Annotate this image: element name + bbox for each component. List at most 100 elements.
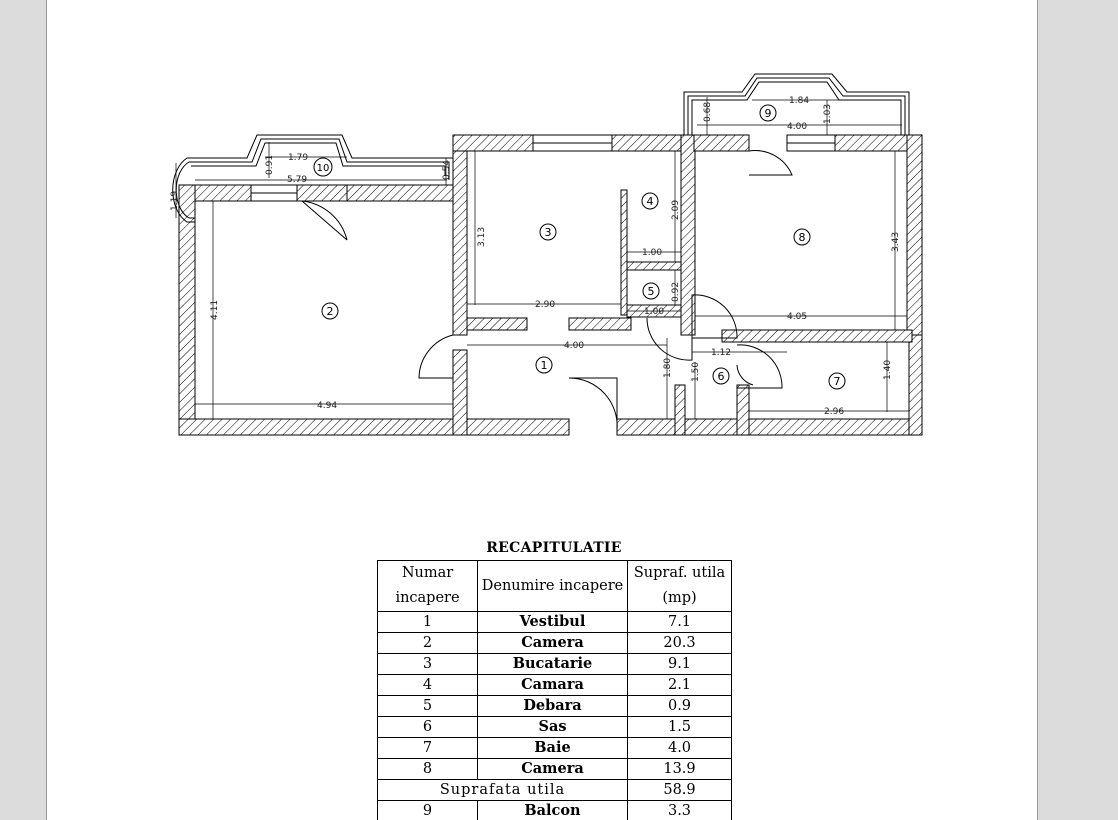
dim-label: 0.68 xyxy=(703,102,713,122)
room-name: Camera xyxy=(477,632,628,654)
dim-label: 1.00 xyxy=(642,248,662,258)
room-name: Debara xyxy=(477,695,628,717)
room-name: Balcon xyxy=(477,800,628,820)
dim-label: 2.90 xyxy=(535,300,555,310)
column-header: Numar incapere xyxy=(377,560,478,612)
room-marker-9: 9 xyxy=(759,104,777,122)
dim-label: 1.79 xyxy=(288,153,308,163)
balcony-9 xyxy=(683,73,910,135)
summary-block: RECAPITULATIE Numar incapere Denumire in… xyxy=(377,540,732,820)
room-marker-6: 6 xyxy=(712,367,730,385)
dim-label: 2.09 xyxy=(671,200,681,220)
room-nr: 2 xyxy=(377,632,478,654)
svg-text:9: 9 xyxy=(765,107,772,120)
svg-text:5: 5 xyxy=(648,285,655,298)
dim-label: 2.96 xyxy=(824,407,844,417)
svg-text:1: 1 xyxy=(541,359,548,372)
svg-text:2: 2 xyxy=(327,305,334,318)
dim-label: 1.84 xyxy=(789,96,809,106)
room-area: 0.9 xyxy=(627,695,732,717)
room-marker-4: 4 xyxy=(641,192,659,210)
room-area: 7.1 xyxy=(627,611,732,633)
dim-label: 4.05 xyxy=(787,312,807,322)
dim-label: 5.79 xyxy=(287,175,307,185)
dim-label: 4.00 xyxy=(787,122,807,132)
room-marker-8: 8 xyxy=(793,228,811,246)
room-marker-2: 2 xyxy=(321,302,339,320)
room-nr: 8 xyxy=(377,758,478,780)
dimension-lines xyxy=(175,97,909,419)
svg-text:4: 4 xyxy=(647,195,654,208)
windows xyxy=(250,134,836,202)
room-nr: 7 xyxy=(377,737,478,759)
room-area: 3.3 xyxy=(627,800,732,820)
room-name: Baie xyxy=(477,737,628,759)
room-name: Vestibul xyxy=(477,611,628,633)
room-area: 1.5 xyxy=(627,716,732,738)
dim-label: 3.43 xyxy=(891,232,901,252)
column-header: Denumire incapere xyxy=(477,560,628,612)
dim-label: 0.54 xyxy=(442,160,452,180)
room-area: 4.0 xyxy=(627,737,732,759)
dim-label: 1.19 xyxy=(170,191,180,211)
room-name: Bucatarie xyxy=(477,653,628,675)
svg-text:7: 7 xyxy=(834,375,841,388)
room-area: 2.1 xyxy=(627,674,732,696)
dim-label: 0.91 xyxy=(265,155,275,175)
room-marker-10: 10 xyxy=(313,157,333,177)
room-name: Sas xyxy=(477,716,628,738)
room-marker-7: 7 xyxy=(828,372,846,390)
svg-text:6: 6 xyxy=(718,370,725,383)
table-header-row: Numar incapere Denumire incapere Supraf.… xyxy=(377,560,732,612)
room-nr: 4 xyxy=(377,674,478,696)
doors xyxy=(301,150,793,431)
dim-label: 1.80 xyxy=(663,358,673,378)
total-value: 58.9 xyxy=(627,779,732,801)
dim-label: 1.03 xyxy=(823,104,833,124)
dim-label: 1.00 xyxy=(644,307,664,317)
room-name: Camera xyxy=(477,758,628,780)
svg-text:3: 3 xyxy=(545,226,552,239)
room-name: Camara xyxy=(477,674,628,696)
room-area: 20.3 xyxy=(627,632,732,654)
dim-label: 3.13 xyxy=(477,227,487,247)
floor-plan: 1.84 0.68 1.03 4.00 1.79 0.91 5.79 1.19 … xyxy=(170,73,923,436)
balcony-10 xyxy=(172,134,454,223)
svg-text:10: 10 xyxy=(317,163,330,174)
summary-title: RECAPITULATIE xyxy=(486,540,622,556)
room-nr: 9 xyxy=(377,800,478,820)
room-area: 13.9 xyxy=(627,758,732,780)
total-label: Suprafata utila xyxy=(377,779,628,801)
room-nr: 6 xyxy=(377,716,478,738)
room-marker-3: 3 xyxy=(539,223,557,241)
dim-label: 1.50 xyxy=(691,362,701,382)
dim-label: 1.12 xyxy=(711,348,731,358)
room-marker-5: 5 xyxy=(642,282,660,300)
dim-label: 4.94 xyxy=(317,401,337,411)
dim-label: 1.40 xyxy=(883,360,893,380)
drawing-sheet: 1.84 0.68 1.03 4.00 1.79 0.91 5.79 1.19 … xyxy=(46,0,1038,820)
room-marker-1: 1 xyxy=(535,356,553,374)
room-nr: 5 xyxy=(377,695,478,717)
room-nr: 1 xyxy=(377,611,478,633)
dim-label: 4.11 xyxy=(210,300,220,320)
column-header: Supraf. utila (mp) xyxy=(627,560,732,612)
dimension-labels: 1.84 0.68 1.03 4.00 1.79 0.91 5.79 1.19 … xyxy=(170,96,901,417)
dim-label: 0.92 xyxy=(671,282,681,302)
summary-table: Numar incapere Denumire incapere Supraf.… xyxy=(377,560,732,820)
svg-text:8: 8 xyxy=(799,231,806,244)
exterior-walls xyxy=(178,134,923,436)
room-markers: 1 2 3 4 5 6 7 8 9 10 xyxy=(313,104,846,390)
total-row: Suprafata utila 58.9 xyxy=(377,779,732,801)
room-nr: 3 xyxy=(377,653,478,675)
dim-label: 4.00 xyxy=(564,341,584,351)
